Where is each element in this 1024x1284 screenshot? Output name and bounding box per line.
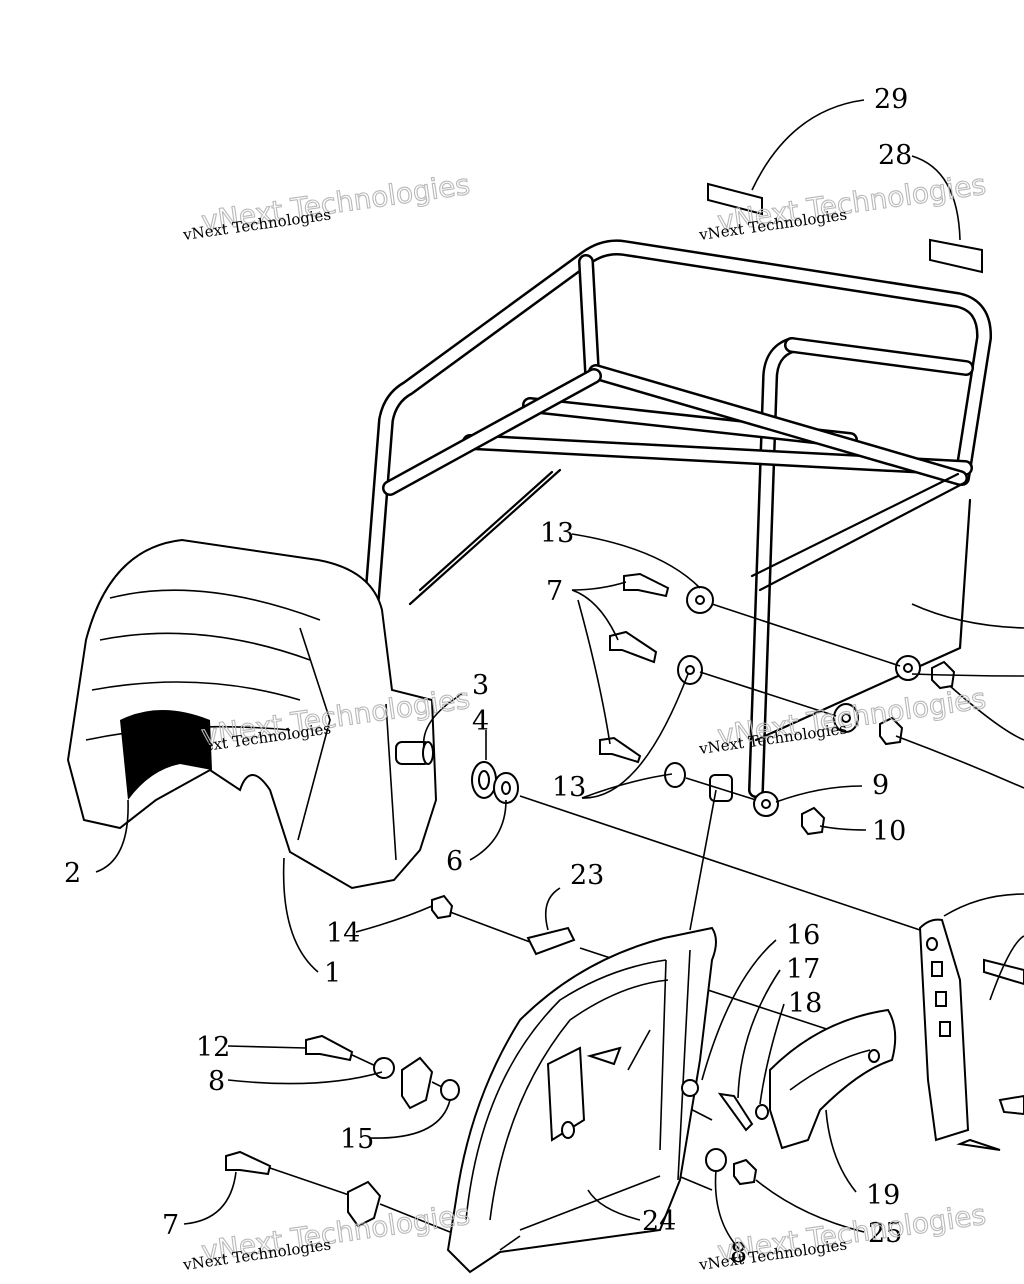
spacer-3 — [395, 741, 434, 765]
watermark-2: vNext Technologies vNext Technologies — [697, 167, 988, 244]
lower-hardware — [225, 1034, 1001, 1228]
callout-3: 3 — [472, 670, 489, 701]
callout-12: 12 — [196, 1032, 230, 1063]
callout-7-bottom: 7 — [162, 1210, 179, 1241]
callouts: 29 28 13 7 3 4 2 6 1 13 9 10 14 23 16 17… — [64, 84, 912, 1269]
callout-23: 23 — [570, 860, 604, 891]
washer-6 — [493, 772, 519, 804]
leader-lines — [95, 99, 1024, 1251]
callout-15: 15 — [340, 1124, 374, 1155]
callout-28: 28 — [878, 140, 912, 171]
bolts-and-washers — [431, 572, 956, 956]
callout-10: 10 — [872, 816, 906, 847]
callout-8-bottom: 8 — [730, 1238, 747, 1269]
callout-1: 1 — [324, 958, 341, 989]
callout-19: 19 — [866, 1180, 900, 1211]
right-bracket — [918, 918, 1024, 1142]
watermark-1: vNext Technologies vNext Technologies — [181, 167, 472, 244]
callout-4: 4 — [472, 706, 489, 737]
callout-6: 6 — [446, 846, 463, 877]
callout-13-top: 13 — [540, 518, 574, 549]
rack-frame — [364, 239, 992, 802]
mounting-bracket-24 — [446, 926, 717, 1274]
callout-29: 29 — [874, 84, 908, 115]
decal-28 — [929, 238, 983, 274]
callout-24: 24 — [642, 1206, 676, 1237]
backrest-pad — [66, 538, 438, 890]
callout-16: 16 — [786, 920, 820, 951]
callout-8-mid: 8 — [208, 1066, 225, 1097]
callout-2: 2 — [64, 858, 81, 889]
grommet-4 — [471, 761, 497, 799]
watermark-4: vNext Technologies vNext Technologies — [697, 681, 988, 758]
callout-25: 25 — [868, 1218, 902, 1249]
callout-17: 17 — [786, 954, 820, 985]
callout-14: 14 — [326, 918, 360, 949]
callout-7-top: 7 — [546, 576, 563, 607]
callout-18: 18 — [788, 988, 822, 1019]
pad-19 — [769, 1008, 897, 1150]
watermark-6: vNext Technologies vNext Technologies — [697, 1197, 988, 1274]
decal-29 — [707, 182, 763, 216]
callout-9: 9 — [872, 770, 889, 801]
watermark-5: vNext Technologies vNext Technologies — [181, 1197, 472, 1274]
callout-13-mid: 13 — [552, 772, 586, 803]
